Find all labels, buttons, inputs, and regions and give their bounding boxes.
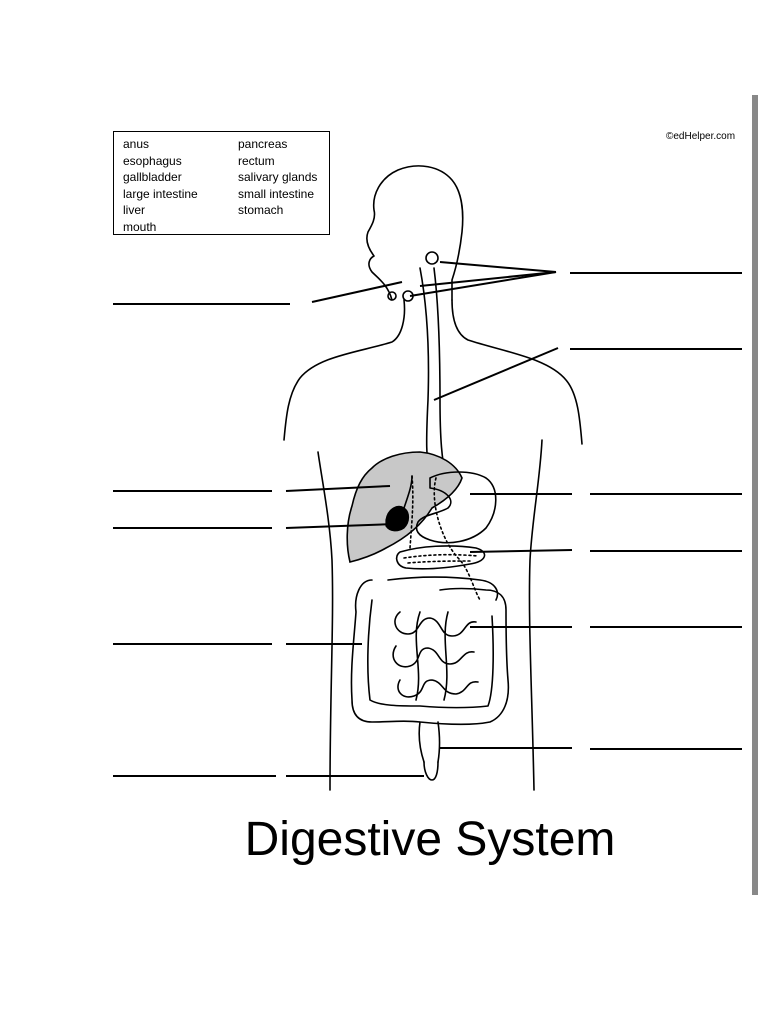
dotted-duct [409,475,481,601]
copyright-notice: ©edHelper.com [666,131,736,142]
word-anus: anus [123,137,150,151]
page-edge-bar [752,95,758,895]
word-bank-column-1: anus esophagus gallbladder large intesti… [123,136,198,235]
stomach [415,471,497,544]
pancreas-texture [403,553,479,564]
anus [423,761,439,781]
esophagus [419,267,447,479]
word-stomach: stomach [238,203,284,217]
word-bank: anus esophagus gallbladder large intesti… [113,131,330,235]
salivary-glands [387,251,439,302]
answer-blanks[interactable] [113,272,742,777]
word-esophagus: esophagus [123,153,182,168]
word-mouth: mouth [123,219,157,234]
body-outline [283,165,583,791]
word-bank-column-2: pancreas rectum salivary glands small in… [238,136,317,219]
large-intestine [350,576,510,726]
word-gallbladder: gallbladder [123,170,182,184]
word-liver: liver [123,203,146,217]
word-rectum: rectum [238,153,275,168]
pointer-lines [285,261,573,777]
word-salivary-glands: salivary glands [238,170,318,184]
rectum [418,721,441,763]
small-intestine [392,611,479,701]
word-large-intestine: large intestine [123,186,198,201]
word-small-intestine: small intestine [238,186,315,201]
word-pancreas: pancreas [238,137,288,151]
page-title: Digestive System [244,813,616,866]
